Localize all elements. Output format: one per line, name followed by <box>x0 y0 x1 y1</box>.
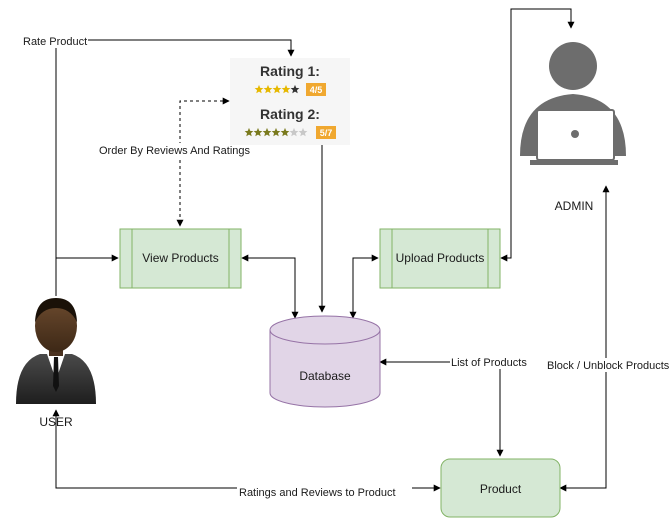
rating-1-stars <box>254 84 300 94</box>
list-of-products-label: List of Products <box>451 357 527 369</box>
star-icon <box>280 127 290 137</box>
view-products-node[interactable]: View Products <box>119 228 242 289</box>
product-node[interactable]: Product <box>440 458 561 518</box>
ratings-reviews-label: Ratings and Reviews to Product <box>239 487 396 499</box>
star-icon <box>263 84 273 94</box>
rating-2-badge-text: 5/7 <box>320 128 333 138</box>
user-label: USER <box>39 415 73 429</box>
upload-products-node[interactable]: Upload Products <box>379 228 501 289</box>
rating-1-badge <box>306 83 326 96</box>
star-icon <box>254 84 264 94</box>
edge-upload-database <box>349 254 379 319</box>
star-icon <box>272 84 282 94</box>
block-unblock-label: Block / Unblock Products <box>547 360 670 372</box>
edge-list-of-products <box>379 358 504 457</box>
star-icon <box>244 127 254 137</box>
star-icon <box>262 127 272 137</box>
star-icon <box>289 127 299 137</box>
product-label: Product <box>480 482 522 496</box>
edge-view-products-database <box>241 254 299 319</box>
rating-1-title: Rating 1: <box>260 63 320 79</box>
ratings-panel: Rating 1: 4/5 Rating 2: 5/7 <box>230 58 350 145</box>
view-products-label: View Products <box>142 251 218 265</box>
edge-upload-admin <box>500 8 575 262</box>
upload-products-label: Upload Products <box>396 251 485 265</box>
edge-block-unblock <box>559 185 610 492</box>
database-label: Database <box>299 369 351 383</box>
admin-label: ADMIN <box>555 199 594 213</box>
rating-2-title: Rating 2: <box>260 106 320 122</box>
admin-icon[interactable] <box>520 42 626 165</box>
database-node[interactable]: Database <box>269 315 381 408</box>
rating-2-stars <box>244 127 308 137</box>
star-icon <box>281 84 291 94</box>
rating-1-badge-text: 4/5 <box>310 85 323 95</box>
star-icon <box>253 127 263 137</box>
edge-order-by <box>176 97 230 227</box>
order-by-label: Order By Reviews And Ratings <box>99 145 251 157</box>
edge-rate-product <box>55 39 295 296</box>
star-icon <box>271 127 281 137</box>
user-icon[interactable] <box>16 298 96 404</box>
star-icon <box>290 84 300 94</box>
edge-ratings-reviews <box>52 409 441 492</box>
rating-2-badge <box>316 126 336 139</box>
rate-product-label: Rate Product <box>23 36 87 48</box>
star-icon <box>298 127 308 137</box>
